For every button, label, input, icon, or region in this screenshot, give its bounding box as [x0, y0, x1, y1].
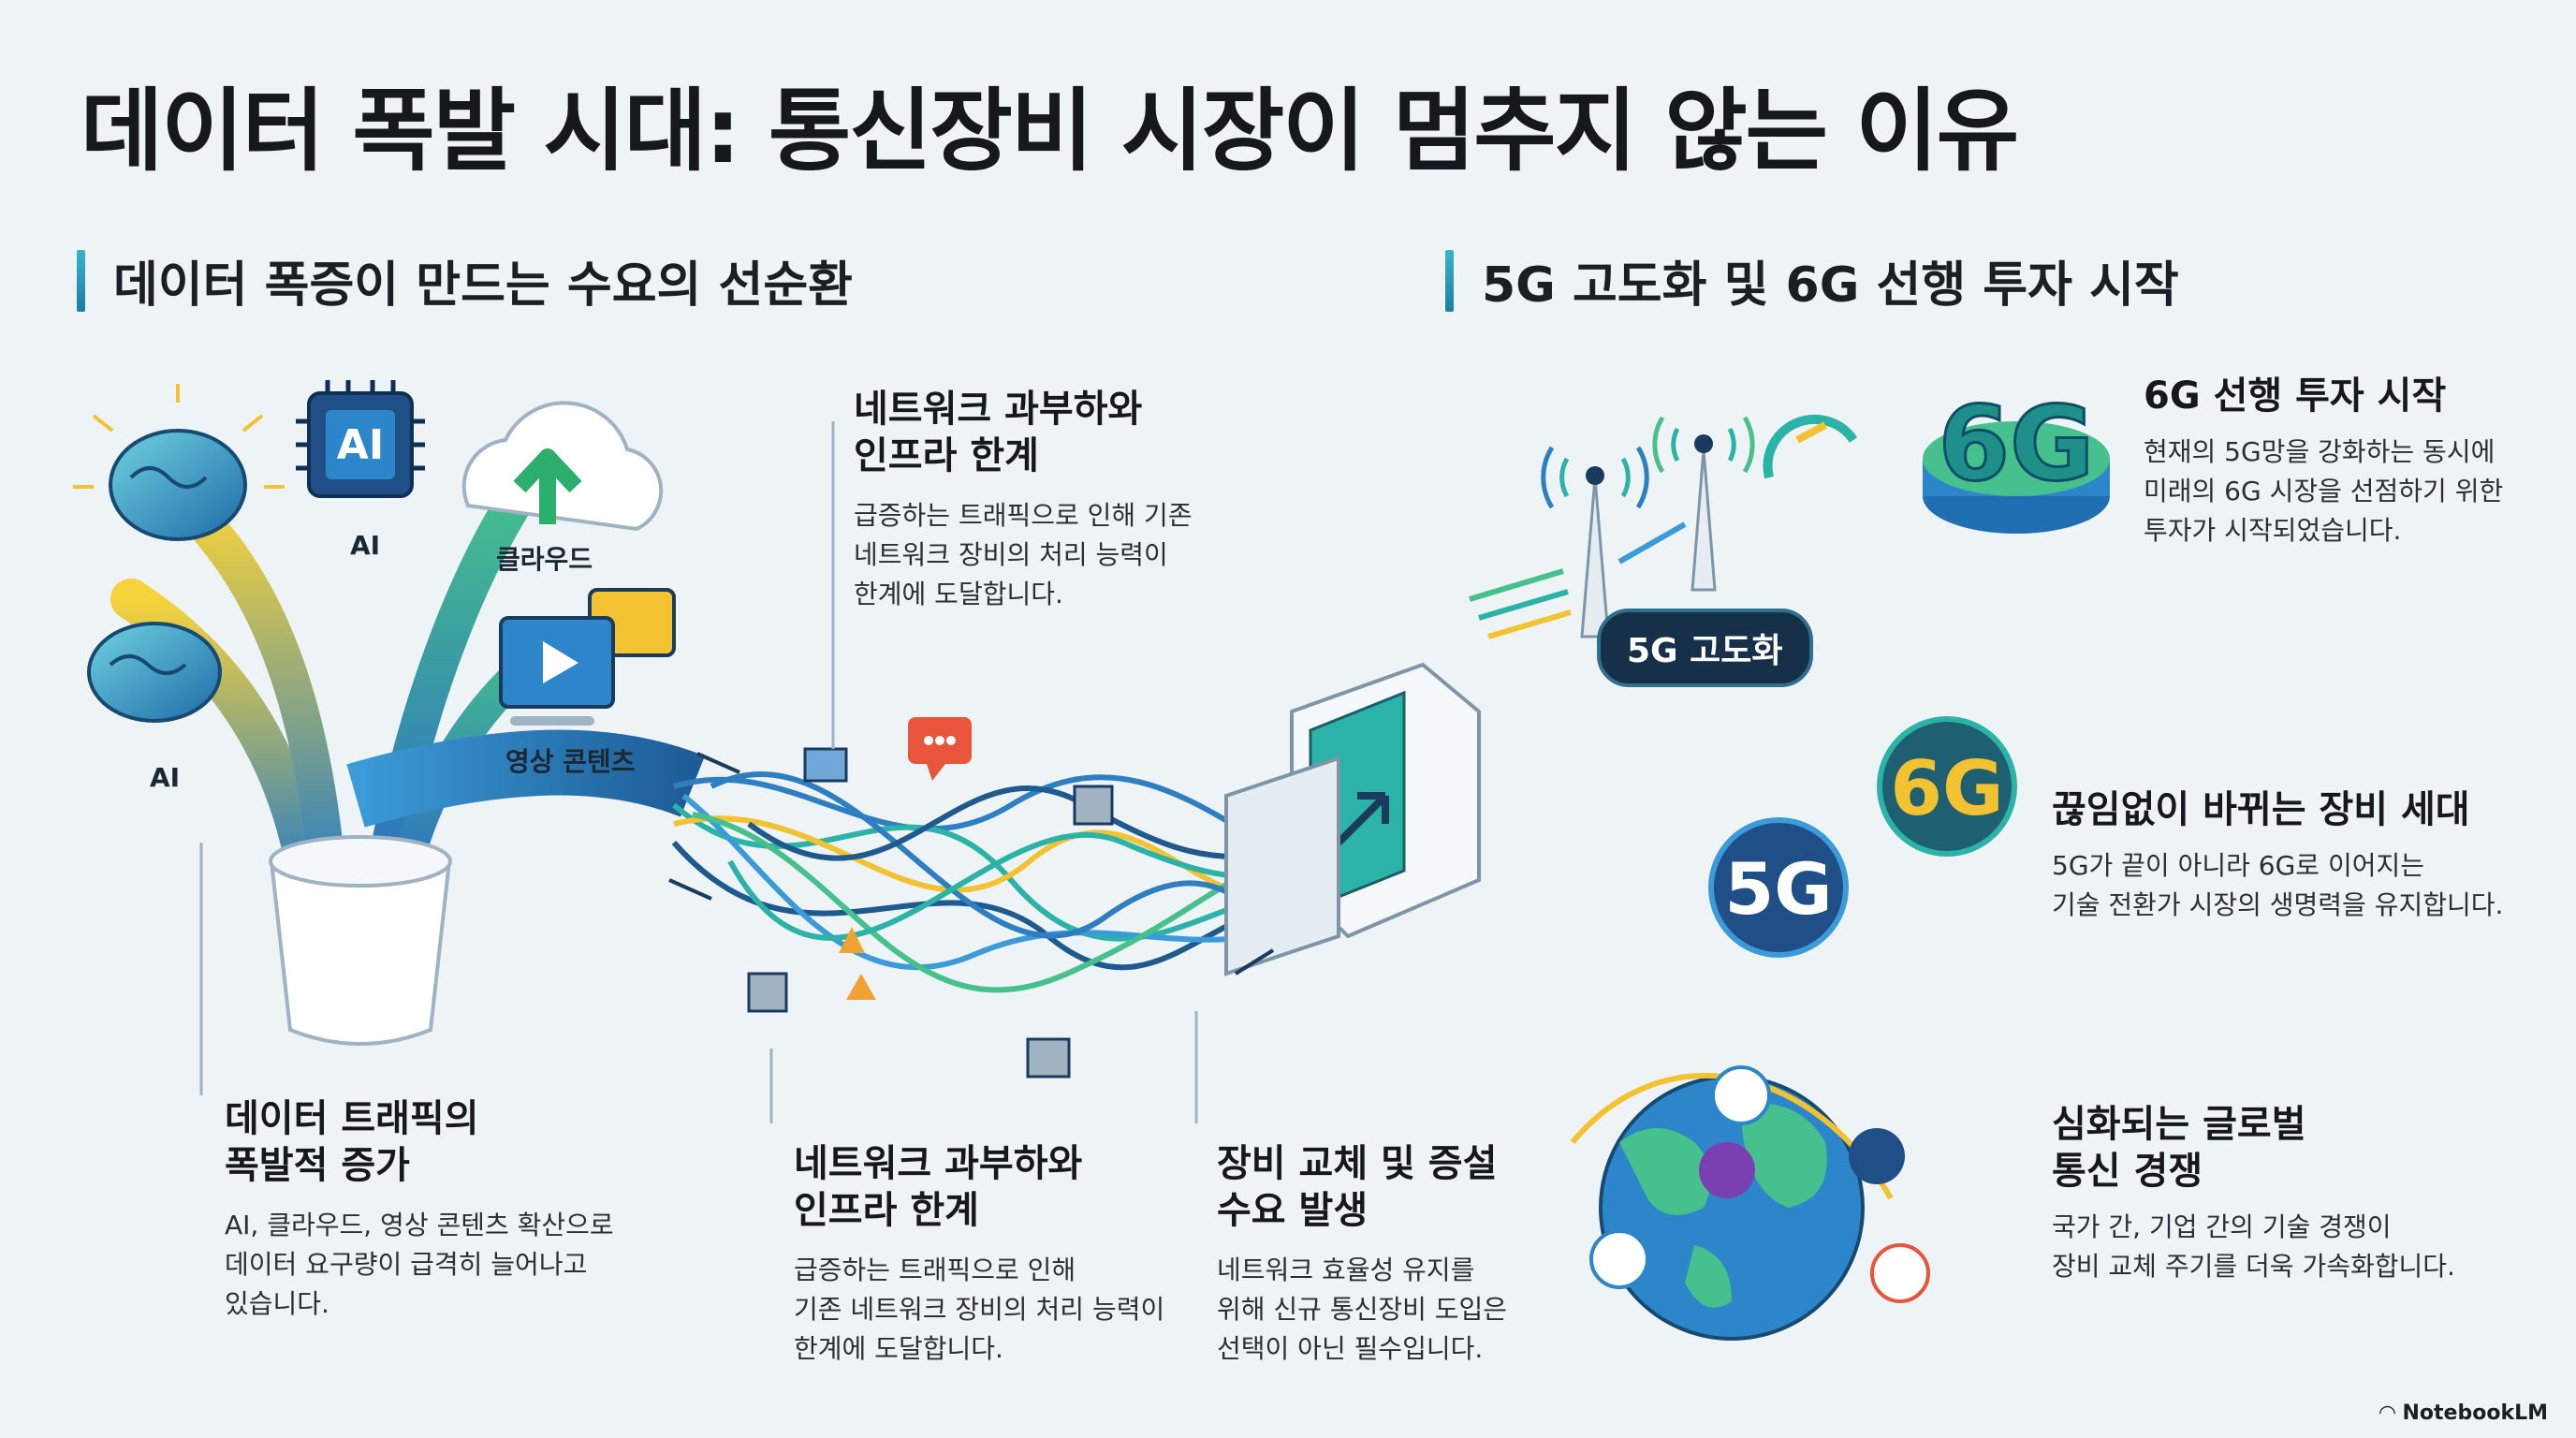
- server-icon: [747, 972, 788, 1013]
- data-bucket: [269, 859, 452, 1046]
- callout-text-line: 네트워크 효율성 유지를: [1217, 1255, 1475, 1285]
- speed-lines: [1469, 521, 1687, 639]
- tower-icon: [1652, 416, 1755, 592]
- brain-icon: [87, 622, 222, 723]
- item-text-line: 장비 교체 주기를 더욱 가속화합니다.: [2052, 1251, 2455, 1282]
- 5g-upgrade-pill: 5G 고도화: [1597, 609, 1813, 687]
- left-section-heading: 데이터 폭증이 만드는 수요의 선순환: [77, 245, 853, 315]
- callout-title-line: 수요 발생: [1217, 1189, 1368, 1232]
- callout-text-line: 위해 신규 통신장비 도입은: [1217, 1294, 1508, 1325]
- callout-text-line: 한계에 도달합니다.: [854, 579, 1063, 609]
- data-flow-illustration: AI: [73, 380, 1481, 1123]
- flow-arrow: [668, 878, 712, 901]
- 6g-platform-badge: [1923, 421, 2110, 534]
- item-title-line: 끊임없이 바뀌는 장비 세대: [2052, 788, 2470, 831]
- data-pipe: [346, 729, 705, 828]
- brain-icon: [73, 384, 285, 541]
- callout-text-line: 기존 네트워크 장비의 처리 능력이: [794, 1294, 1165, 1325]
- item-text-line: 미래의 6G 시장을 선점하기 위한: [2144, 476, 2504, 506]
- callout-network-overload-bottom: 네트워크 과부하와 인프라 한계 급증하는 트래픽으로 인해 기존 네트워크 장…: [794, 1140, 1164, 1369]
- callout-text-line: 데이터 요구량이 급격히 늘어나고: [225, 1249, 588, 1280]
- video-player-icon: [499, 588, 676, 726]
- warning-chat-icon: [908, 717, 972, 781]
- server-icon: [1073, 785, 1114, 826]
- company-logo-icon: [1849, 1128, 1905, 1184]
- item-text-line: 국가 간, 기업 간의 기술 경쟁이: [2052, 1211, 2392, 1242]
- 5g-text: 5G: [1724, 847, 1832, 931]
- company-logo-icon: [1870, 1243, 1930, 1303]
- server-icon: [1026, 1037, 1071, 1078]
- data-stream: [110, 579, 329, 901]
- flow-arrow: [696, 752, 740, 774]
- callout-text-line: 한계에 도달합니다.: [794, 1333, 1003, 1364]
- network-node-icon: [1699, 1142, 1755, 1198]
- callout-title-line: 인프라 한계: [854, 434, 1039, 477]
- warning-icon: [846, 974, 876, 1000]
- item-global-competition: 심화되는 글로벌 통신 경쟁 국가 간, 기업 간의 기술 경쟁이 장비 교체 …: [2052, 1101, 2455, 1286]
- right-section-heading-text: 5G 고도화 및 6G 선행 투자 시작: [1482, 257, 2179, 314]
- flow-arrow: [1234, 948, 1275, 976]
- globe-icon: [1570, 1072, 1894, 1341]
- item-title-line: 통신 경쟁: [2052, 1150, 2203, 1193]
- item-title-line: 6G 선행 투자 시작: [2144, 374, 2447, 418]
- brand-watermark: ◠ NotebookLM: [2379, 1401, 2548, 1425]
- callout-title-line: 네트워크 과부하와: [854, 388, 1143, 431]
- right-section-heading: 5G 고도화 및 6G 선행 투자 시작: [1445, 245, 2179, 315]
- ai-chip-icon: AI: [296, 380, 425, 498]
- callout-title-line: 장비 교체 및 증설: [1217, 1142, 1498, 1185]
- tower-icon: [1541, 446, 1649, 638]
- heading-accent-bar: [77, 249, 85, 312]
- 6g-small-text: 6G: [1890, 745, 2003, 832]
- 6g-big-text: 6G: [1939, 384, 2095, 504]
- item-title-line: 심화되는 글로벌: [2052, 1103, 2306, 1146]
- callout-text-line: 급증하는 트래픽으로 인해 기존: [854, 500, 1193, 531]
- item-text-line: 투자가 시작되었습니다.: [2144, 515, 2402, 546]
- company-logo-icon: [1711, 1065, 1771, 1125]
- item-text-line: 기술 전환가 시장의 생명력을 유지합니다.: [2052, 889, 2504, 920]
- notebooklm-logo-icon: ◠: [2378, 1401, 2403, 1425]
- callout-text-line: 있습니다.: [225, 1288, 329, 1319]
- left-section-heading-text: 데이터 폭증이 만드는 수요의 선순환: [113, 257, 854, 314]
- callout-title-line: 네트워크 과부하와: [794, 1142, 1083, 1185]
- callout-text-line: 선택이 아닌 필수입니다.: [1217, 1333, 1484, 1364]
- item-6g-investment: 6G 선행 투자 시작 현재의 5G망을 강화하는 동시에 미래의 6G 시장을…: [2144, 373, 2503, 550]
- page-title: 데이터 폭발 시대: 통신장비 시장이 멈추지 않는 이유: [80, 79, 2019, 183]
- callout-network-overload-top: 네트워크 과부하와 인프라 한계 급증하는 트래픽으로 인해 기존 네트워크 장…: [854, 386, 1193, 614]
- callout-title-line: 인프라 한계: [794, 1189, 979, 1232]
- network-gateway-box: [1224, 662, 1481, 976]
- cloud-upload-icon: [461, 401, 664, 532]
- item-text-line: 현재의 5G망을 강화하는 동시에: [2144, 436, 2496, 467]
- 6g-circle-badge: [1877, 716, 2017, 857]
- callout-text-line: AI, 클라우드, 영상 콘텐츠 확산으로: [225, 1210, 614, 1240]
- right-illustrations: 6G 6G 5G: [1469, 383, 2110, 1341]
- ai-chip-text: AI: [337, 421, 384, 469]
- item-equipment-generation: 끊임없이 바뀌는 장비 세대 5G가 끝이 아니라 6G로 이어지는 기술 전환…: [2052, 786, 2503, 925]
- speed-gauge-icon: [1763, 414, 1858, 479]
- heading-accent-bar: [1445, 249, 1454, 312]
- company-logo-icon: [1589, 1229, 1649, 1289]
- callout-traffic-growth: 데이터 트래픽의 폭발적 증가 AI, 클라우드, 영상 콘텐츠 확산으로 데이…: [225, 1095, 614, 1324]
- server-icon: [803, 747, 848, 783]
- speed-gauge-needle: [1795, 421, 1827, 444]
- brand-text: NotebookLM: [2402, 1401, 2548, 1425]
- item-text-line: 5G가 끝이 아니라 6G로 이어지는: [2052, 850, 2424, 881]
- warning-icon: [839, 927, 865, 953]
- callout-text-line: 급증하는 트래픽으로 인해: [794, 1255, 1076, 1285]
- callout-equipment-demand: 장비 교체 및 증설 수요 발생 네트워크 효율성 유지를 위해 신규 통신장비…: [1217, 1140, 1507, 1369]
- 5g-circle-badge: [1708, 817, 1849, 958]
- callout-text-line: 네트워크 장비의 처리 능력이: [854, 539, 1168, 570]
- ai-label: AI: [150, 762, 181, 793]
- ai-label: AI: [350, 530, 381, 561]
- callout-title-line: 데이터 트래픽의: [225, 1097, 479, 1140]
- data-bucket-rim: [269, 835, 452, 888]
- video-label: 영상 콘텐츠: [505, 746, 636, 777]
- callout-title-line: 폭발적 증가: [225, 1144, 410, 1187]
- cloud-label: 클라우드: [496, 544, 593, 575]
